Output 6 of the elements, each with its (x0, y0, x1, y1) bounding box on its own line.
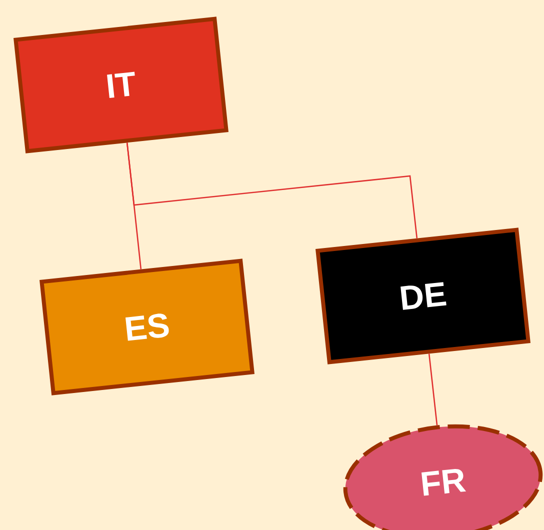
process-box: DE (316, 228, 530, 364)
process-box: IT (14, 16, 228, 154)
process-box: ES (40, 258, 254, 396)
connector-line (126, 142, 418, 238)
ellipse-node: FR (344, 424, 542, 530)
connector-line (428, 354, 438, 426)
